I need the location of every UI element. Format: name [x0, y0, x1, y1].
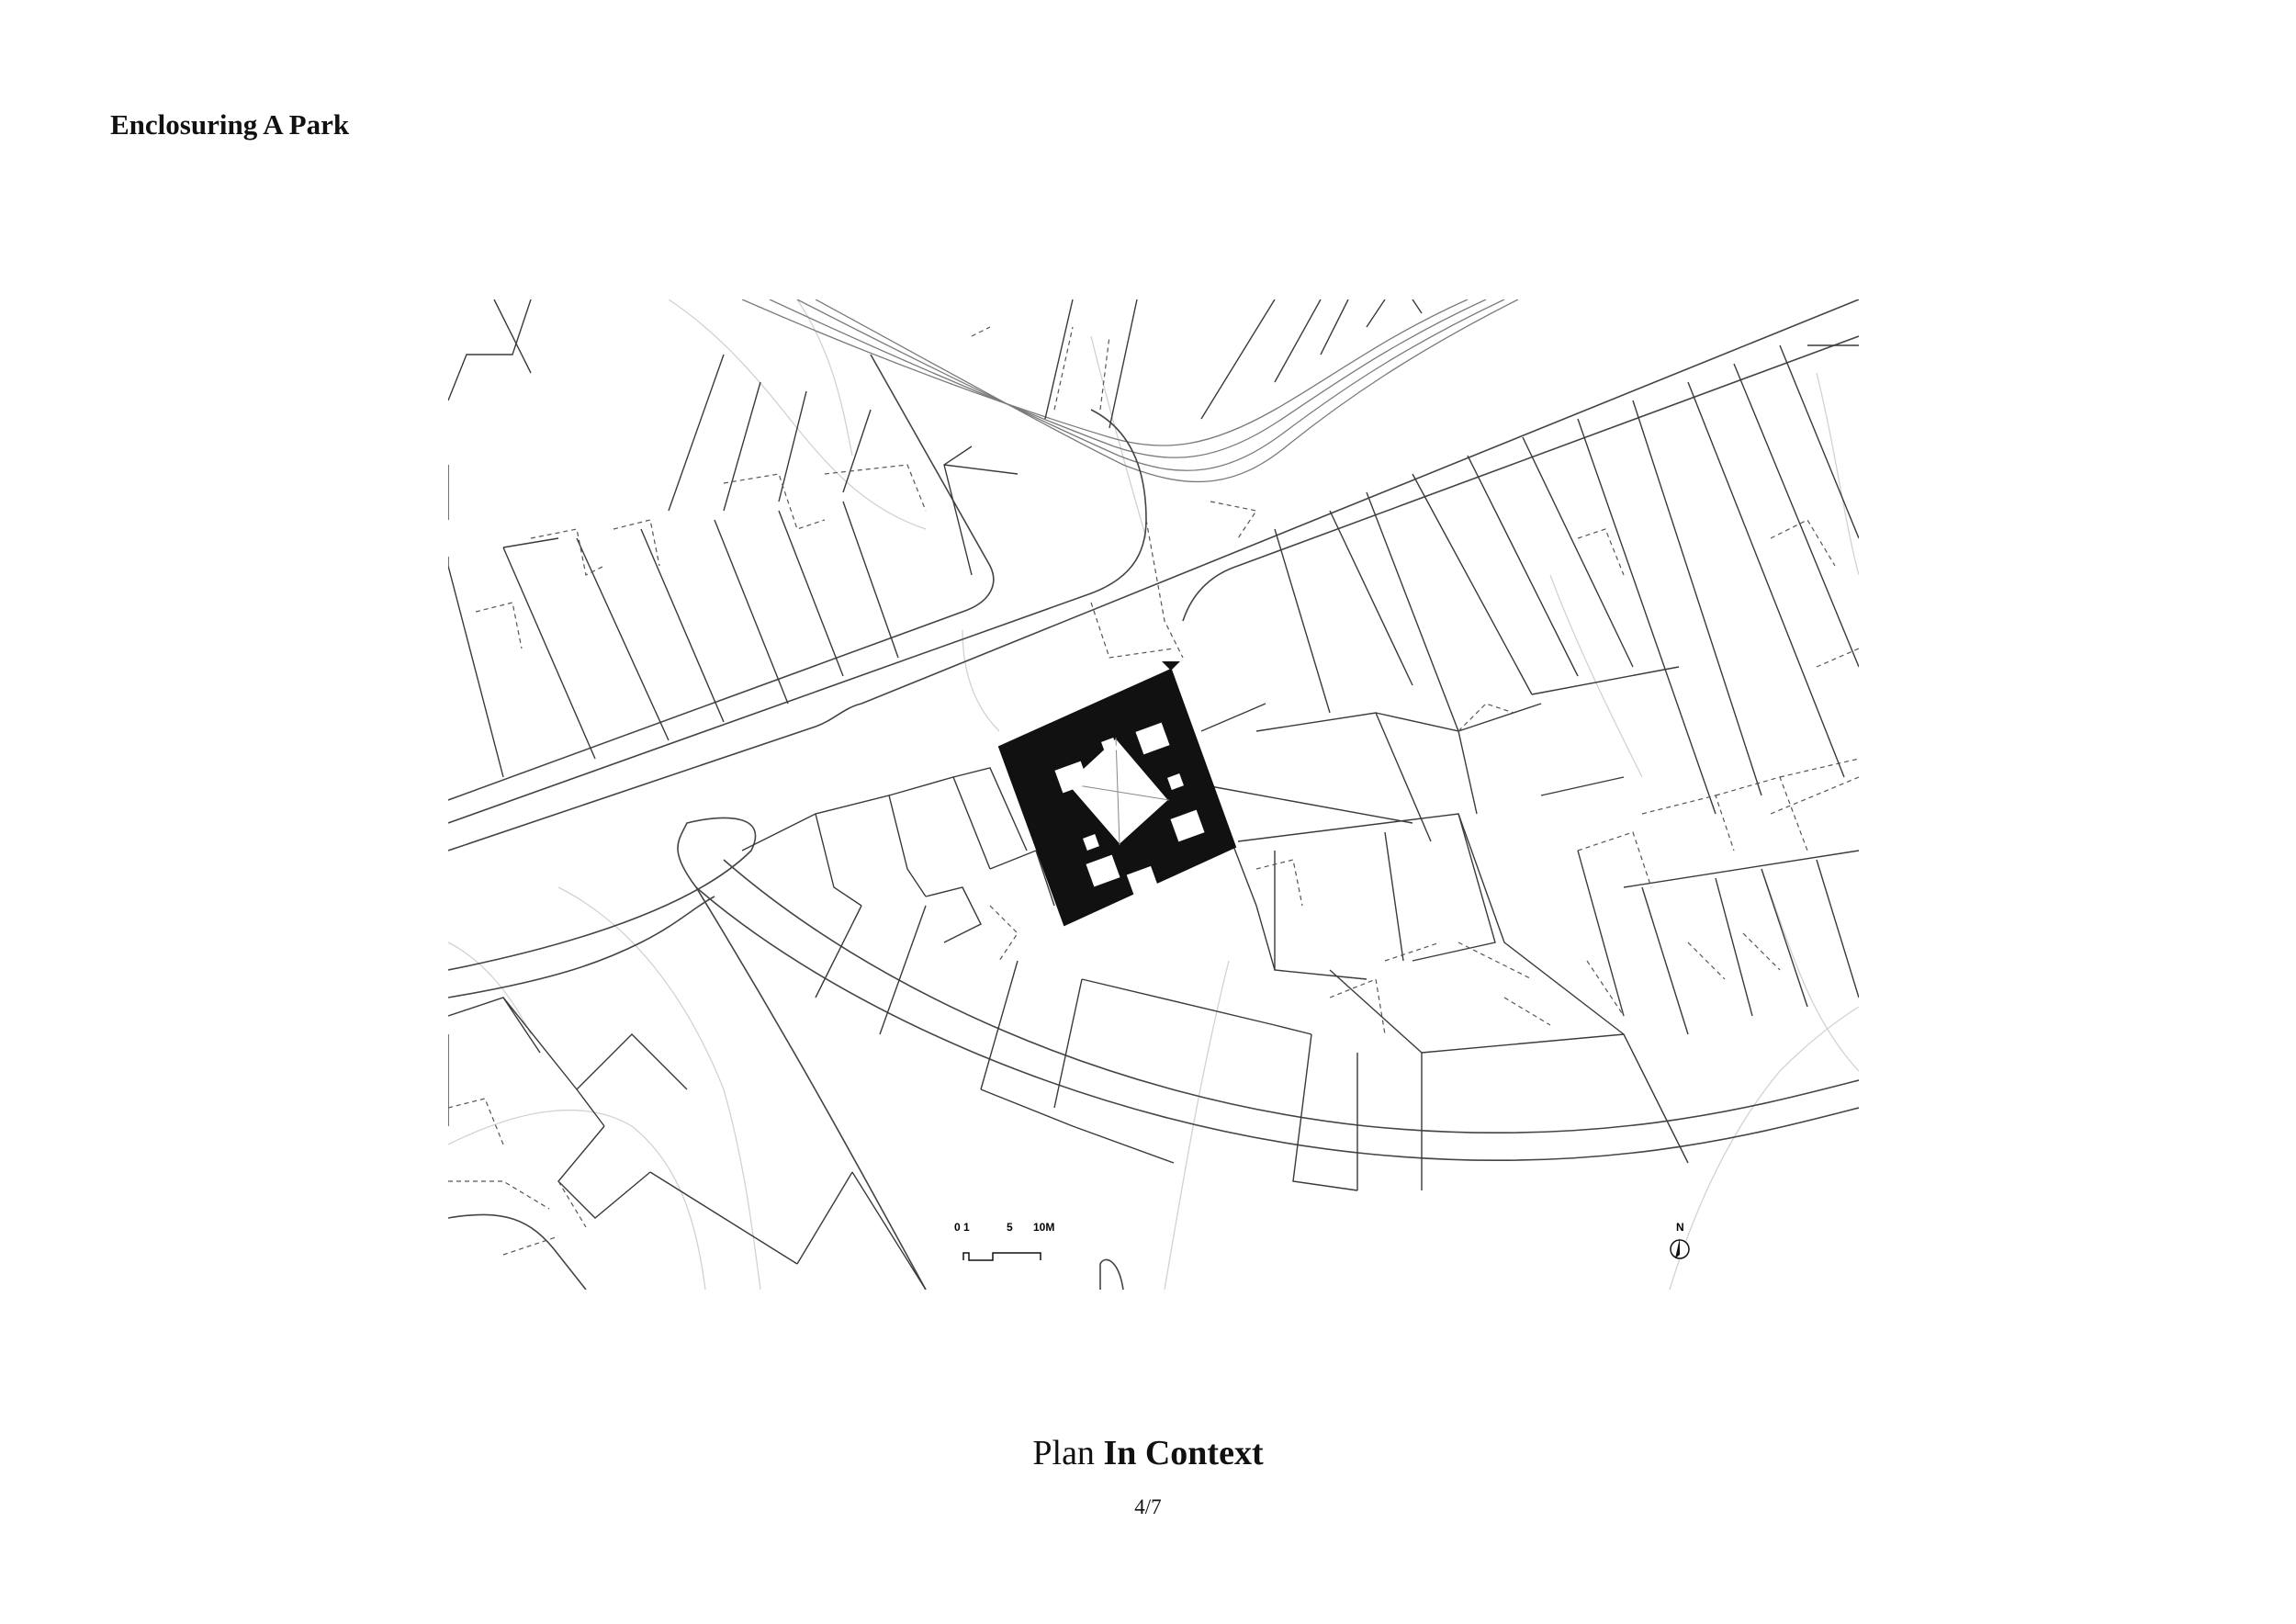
north-arrow: N [1670, 1221, 1690, 1259]
header-title: Enclosuring A Park [110, 108, 350, 141]
main-building [997, 661, 1237, 927]
plan-caption: Plan In Context [0, 1433, 2296, 1473]
scale-bar-line [962, 1252, 1041, 1261]
scale-label-0-1: 0 1 [954, 1221, 970, 1234]
light-well-4 [1086, 854, 1120, 887]
caption-regular: Plan [1032, 1434, 1104, 1472]
light-well-5 [1126, 865, 1159, 897]
rail-tracks [741, 299, 1519, 483]
light-well-7 [1167, 773, 1184, 790]
site-plan-drawing: 0 1 5 10M N [448, 299, 1859, 1290]
dashed-boundaries [448, 326, 1859, 1256]
scale-bar: 0 1 5 10M [954, 1221, 1054, 1261]
entrance-marker [1162, 661, 1180, 671]
light-well-6 [1101, 738, 1118, 754]
courtyard-facets [1065, 737, 1170, 846]
light-well-1 [1135, 722, 1170, 755]
scale-label-10m: 10M [1033, 1221, 1054, 1234]
light-well-2 [1054, 761, 1089, 794]
caption-bold: In Context [1103, 1434, 1264, 1472]
page-number: 4/7 [1134, 1495, 1162, 1518]
site-plan-svg: 0 1 5 10M N [448, 299, 1859, 1290]
building-plots [448, 299, 1859, 1290]
light-well-3 [1170, 809, 1205, 842]
roads [448, 299, 1859, 1290]
north-label: N [1676, 1221, 1684, 1234]
scale-label-5: 5 [1007, 1221, 1013, 1234]
light-well-8 [1083, 834, 1099, 851]
